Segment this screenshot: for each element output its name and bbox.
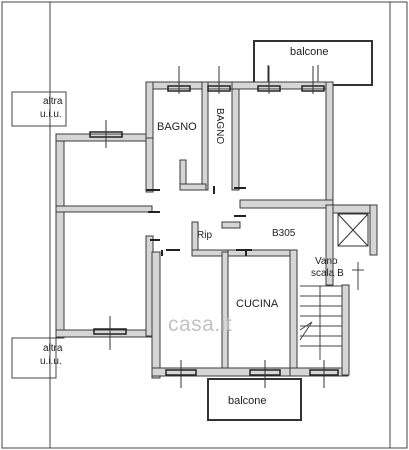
altra-unit-top <box>11 91 67 127</box>
label-balcone-bottom: balcone <box>228 395 267 407</box>
label-altra-top-2: u.i.u. <box>40 109 62 120</box>
wall-left-exterior <box>55 135 65 339</box>
wall-lift-left <box>325 204 334 286</box>
wall-bagno-left <box>145 81 154 139</box>
stair-arrow <box>299 321 313 341</box>
window-ticks <box>105 66 325 388</box>
wall-cucina-right <box>289 249 298 377</box>
label-b305: B305 <box>272 228 296 239</box>
wall-left-middle <box>55 205 153 213</box>
wall-room-bottom <box>239 199 334 209</box>
label-vano: Vano <box>315 256 338 267</box>
label-altra-top-1: altra <box>43 96 63 107</box>
wall-rip-top <box>221 221 241 229</box>
door-markers <box>146 186 252 256</box>
staircase <box>299 262 364 360</box>
wall-bagno-bottom <box>179 183 207 191</box>
label-bagno-2: BAGNO <box>214 108 225 145</box>
balcony-bottom <box>207 378 302 421</box>
label-scala: scala B <box>311 268 344 279</box>
lift-cross-b <box>337 213 369 247</box>
wall-bagno-right <box>231 81 240 191</box>
wall-stair-right <box>341 284 350 376</box>
label-altra-bottom-2: u.i.u. <box>40 356 62 367</box>
watermark-logo: casa.it <box>168 313 233 336</box>
label-balcone-top: balcone <box>290 46 329 58</box>
label-rip: Rip <box>197 230 213 241</box>
wall-lower-left <box>151 251 161 379</box>
altra-unit-bottom <box>11 337 57 379</box>
label-altra-bottom-1: altra <box>43 343 63 354</box>
wall-room-right <box>325 81 334 209</box>
wall-lift-right <box>369 204 378 256</box>
label-bagno-1: BAGNO <box>157 121 197 133</box>
label-cucina: CUCINA <box>236 298 279 310</box>
wall-left-inner-top <box>145 133 154 193</box>
wall-bagno-divider <box>201 81 209 191</box>
lift-shaft <box>337 213 369 247</box>
